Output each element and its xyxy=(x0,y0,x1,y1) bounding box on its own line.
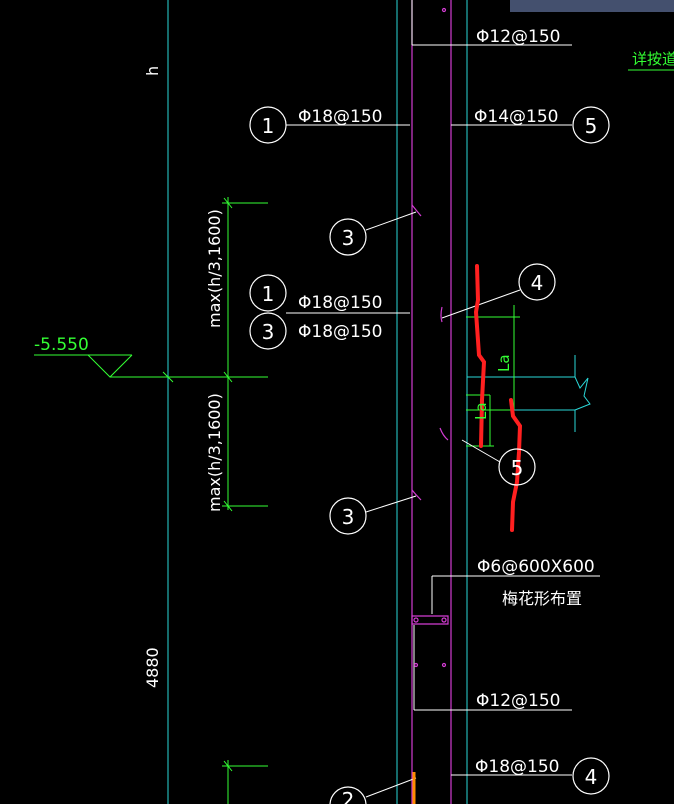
rebar-label-bottom-right: Φ12@150 xyxy=(476,691,560,711)
red-markup-lines[interactable] xyxy=(473,264,523,532)
dim-h-label: h xyxy=(143,66,162,76)
rebar-label-5-top: Φ14@150 xyxy=(474,107,558,127)
la-upper-label: La xyxy=(495,354,513,372)
leader-lines xyxy=(286,0,600,798)
rebar-labels: Φ12@150 Φ18@150 Φ14@150 Φ18@150 Φ18@150 … xyxy=(298,27,595,777)
callout-4-mid: 4 xyxy=(531,271,544,295)
dim-4880-label: 4880 xyxy=(143,647,162,688)
detail-link-label[interactable]: 详按道 xyxy=(632,50,674,68)
rebar-label-1-mid: Φ18@150 xyxy=(298,293,382,313)
rebar-label-1-top: Φ18@150 xyxy=(298,107,382,127)
callout-3-lower: 3 xyxy=(342,505,355,529)
rebar-label-top-right: Φ12@150 xyxy=(476,27,560,47)
callout-1-mid: 1 xyxy=(262,282,275,306)
rebar-hooks xyxy=(411,7,449,668)
callout-5-top: 5 xyxy=(585,114,598,138)
rebar-label-4-bottom: Φ18@150 xyxy=(475,757,559,777)
callout-3-upper: 3 xyxy=(342,226,355,250)
tie-note-label: 梅花形布置 xyxy=(502,589,582,608)
elevation-label: -5.550 xyxy=(34,335,89,355)
window-title-bar-fragment xyxy=(510,0,674,12)
dimension-lines xyxy=(34,69,674,804)
callout-1-top: 1 xyxy=(262,114,275,138)
tie-spec-label: Φ6@600X600 xyxy=(477,557,595,577)
dimension-labels: h max(h/3,1600) max(h/3,1600) 4880 La La… xyxy=(34,50,674,688)
dim-max-upper-label: max(h/3,1600) xyxy=(205,209,224,328)
callout-numbers: 1 5 3 4 1 3 5 3 4 2 xyxy=(262,114,598,804)
callout-5-mid: 5 xyxy=(511,456,524,480)
la-lower-label: La xyxy=(472,402,490,420)
wall-lines xyxy=(167,0,591,804)
rebar-label-3-mid: Φ18@150 xyxy=(298,322,382,342)
callout-circles xyxy=(249,106,610,804)
callout-3-mid: 3 xyxy=(262,320,275,344)
callout-4-bottom: 4 xyxy=(585,765,598,789)
callout-2-bottom: 2 xyxy=(342,788,355,804)
dim-max-lower-label: max(h/3,1600) xyxy=(205,393,224,512)
